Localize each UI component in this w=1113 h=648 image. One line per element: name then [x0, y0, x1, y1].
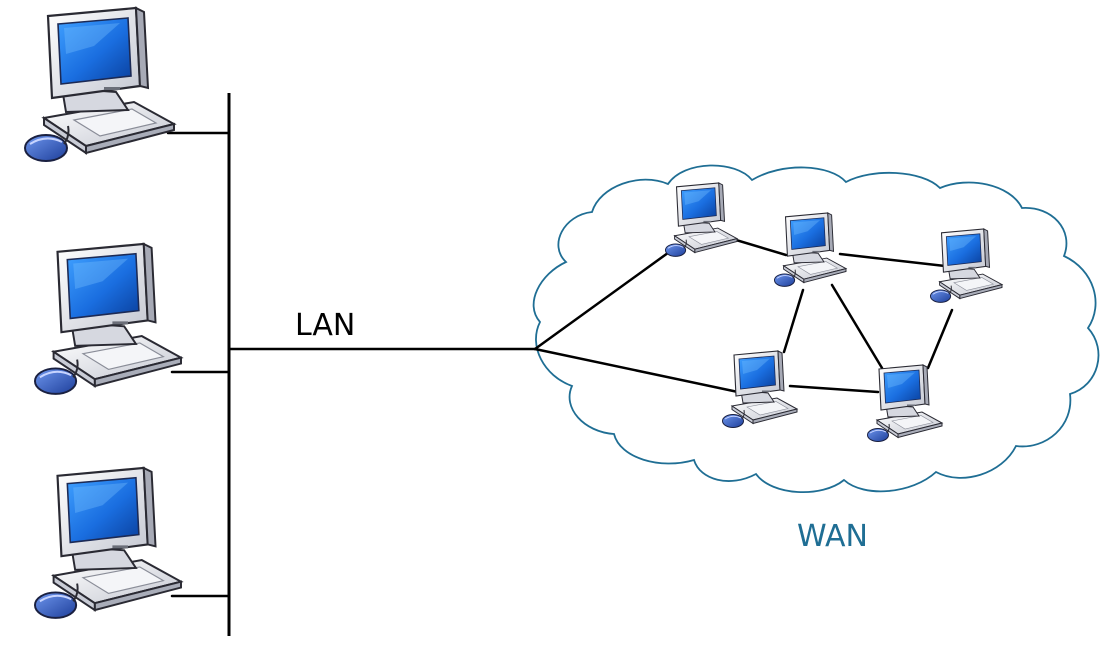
lan-label: LAN [295, 308, 355, 343]
wan-link-entry-to-node-d [533, 347, 740, 394]
wan-link-d-e [788, 384, 880, 394]
wan-label: WAN [797, 519, 868, 554]
lan-computer-1 [23, 6, 176, 163]
wan-link-b-c [838, 252, 947, 268]
wan-link-c-e [926, 308, 954, 370]
wan-link-b-d [782, 288, 805, 354]
lan-computer-2 [33, 242, 183, 395]
wan-link-b-e [830, 283, 884, 370]
lan-computer-3 [33, 466, 183, 619]
wan-link-entry-to-node-a [533, 248, 674, 351]
